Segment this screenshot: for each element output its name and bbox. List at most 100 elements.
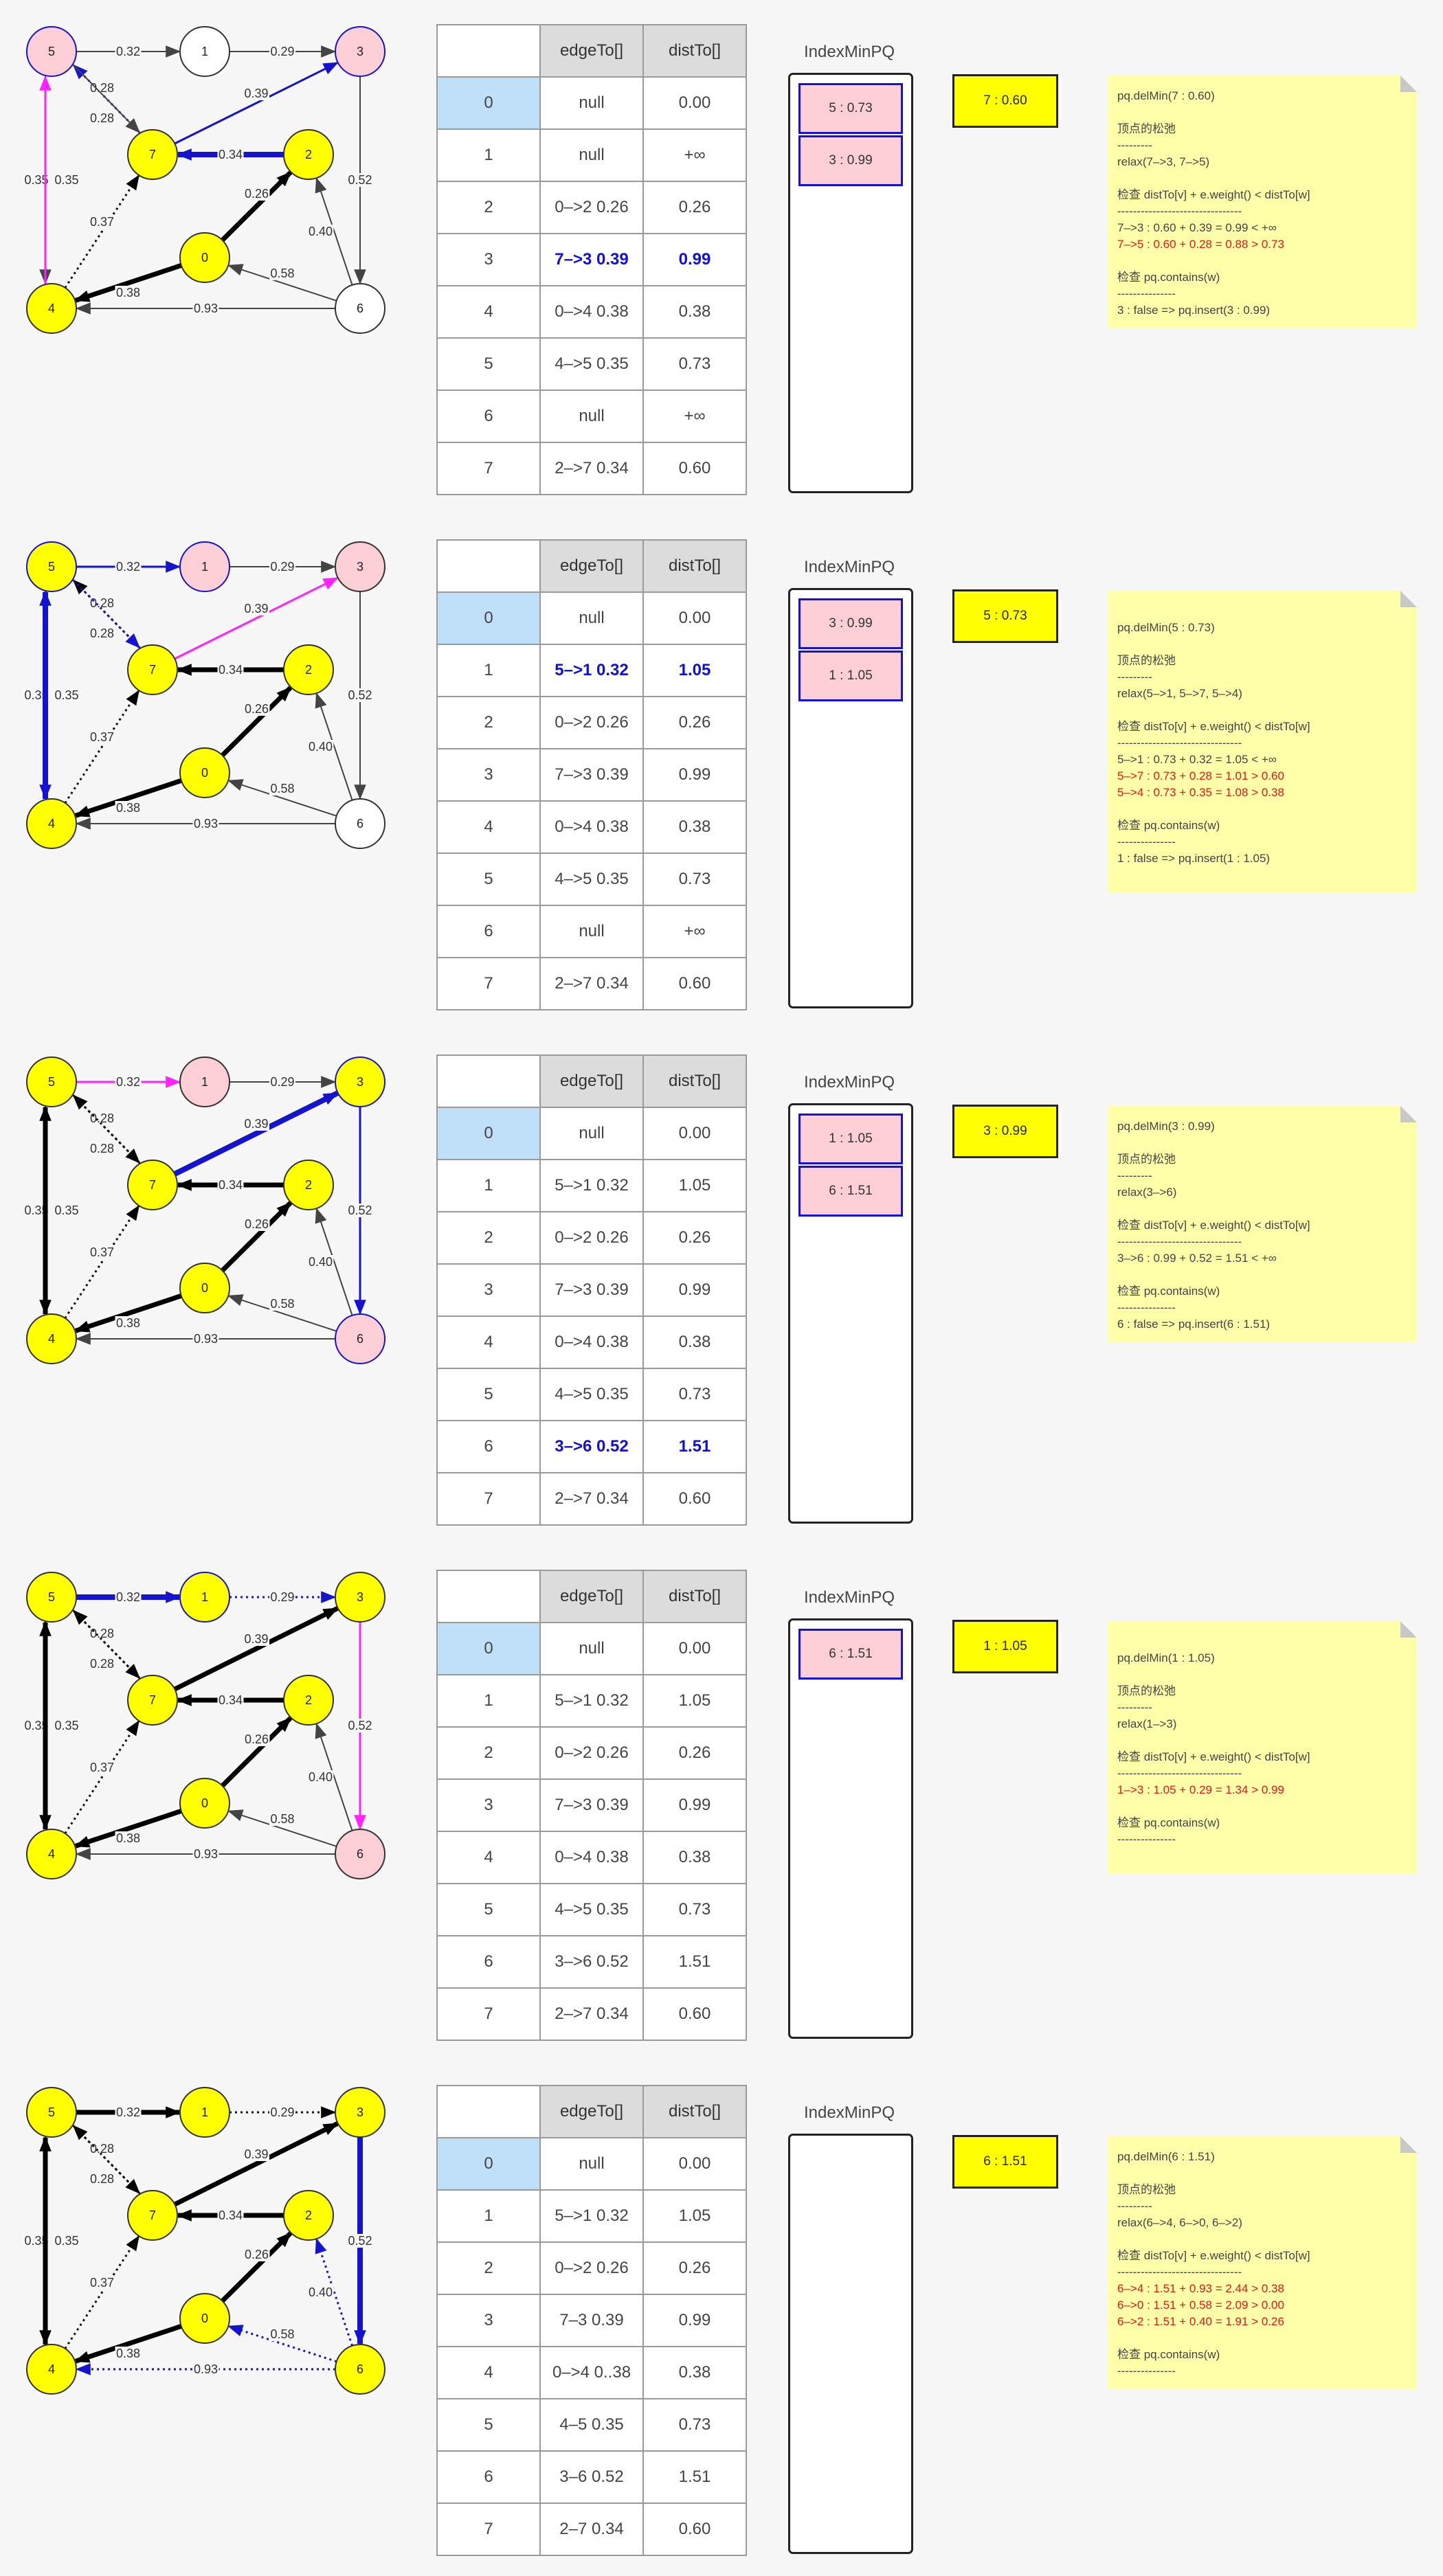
vertex-label-7: 7 <box>149 663 156 677</box>
vertex-label-5: 5 <box>48 560 55 574</box>
edge-label-bg <box>243 2248 270 2261</box>
edge-label-bg <box>217 148 244 161</box>
vertex-4 <box>26 1313 77 1364</box>
note-line: 检查 distTo[v] + e.weight() < distTo[w] <box>1117 1750 1310 1763</box>
edge-label-bg <box>23 173 49 187</box>
edge-to-cell: 4–>5 0.35 <box>539 852 644 906</box>
vertex-3 <box>335 1057 385 1107</box>
edge-label-bg <box>89 596 115 610</box>
edge-label-bg <box>115 801 142 815</box>
edge-weight-4-7: 0.37 <box>90 730 114 744</box>
dist-to-cell: 0.26 <box>642 1211 747 1265</box>
edge-label-bg <box>89 111 115 125</box>
note-card: pq.delMin(6 : 1.51)顶点的松弛---------relax(6… <box>1108 2136 1417 2389</box>
popped-vertex: 1 : 1.05 <box>952 1620 1058 1673</box>
edge-weight-5-7: 0.28 <box>90 626 114 640</box>
pq-item: 6 : 1.51 <box>798 1166 903 1217</box>
edge-to-cell: 7–>3 0.39 <box>539 748 644 802</box>
edge-weight-6-4: 0.93 <box>194 2362 218 2376</box>
table-header: distTo[] <box>642 1570 747 1623</box>
note-line: -------------------------------- <box>1117 1767 1242 1780</box>
edge-weight-5-4: 0.35 <box>24 173 48 187</box>
pq-title: IndexMinPQ <box>804 1588 895 1607</box>
vertex-label-6: 6 <box>357 1332 363 1346</box>
note-line: relax(1–>3) <box>1117 1717 1177 1730</box>
vertex-cell: 5 <box>436 337 541 391</box>
edge-to-cell: 5–>1 0.32 <box>539 2189 644 2243</box>
edge-weight-6-0: 0.58 <box>270 2327 294 2341</box>
edge-weight-6-4: 0.93 <box>194 302 218 315</box>
vertex-label-1: 1 <box>201 45 208 58</box>
dist-to-cell: 0.38 <box>642 1831 747 1884</box>
edge-to-cell: null <box>539 2137 644 2191</box>
vertex-7 <box>127 1675 178 1726</box>
vertex-7 <box>127 2190 178 2241</box>
note-card: pq.delMin(3 : 0.99)顶点的松弛---------relax(3… <box>1108 1106 1417 1342</box>
dist-to-cell: +∞ <box>642 389 747 443</box>
table-header: edgeTo[] <box>539 1054 644 1108</box>
vertex-1 <box>179 1057 230 1107</box>
edge-label-bg <box>54 1719 80 1732</box>
edge-weight-4-5: 0.35 <box>54 1204 78 1217</box>
note-line <box>1117 867 1407 883</box>
vertex-label-0: 0 <box>201 766 208 780</box>
vertex-cell: 1 <box>436 128 541 182</box>
vertex-cell: 5 <box>436 1883 541 1936</box>
edge-weight-1-3: 0.29 <box>270 1075 294 1089</box>
edge-weight-2-7: 0.34 <box>219 663 243 677</box>
edge-0-4 <box>74 778 182 818</box>
dist-to-cell: 0.38 <box>642 285 747 339</box>
edge-0-2 <box>221 686 293 758</box>
edge-label-bg <box>192 817 219 831</box>
vertex-0 <box>179 1778 230 1829</box>
dist-to-cell: +∞ <box>642 128 747 182</box>
vertex-cell: 6 <box>436 1420 541 1473</box>
edge-weight-3-6: 0.52 <box>348 173 372 187</box>
edge-weight-0-4: 0.38 <box>116 1831 140 1845</box>
note-line: pq.delMin(5 : 0.73) <box>1117 621 1215 634</box>
dist-to-cell: 0.38 <box>642 1315 747 1369</box>
dist-to-cell: 1.05 <box>642 1674 747 1728</box>
note-line: --------- <box>1117 139 1152 152</box>
note-line: 1 : false => pq.insert(1 : 1.05) <box>1117 852 1271 865</box>
popped-vertex: 5 : 0.73 <box>952 589 1058 643</box>
edge-label-bg <box>115 1075 142 1089</box>
vertex-6 <box>335 283 385 334</box>
vertex-cell: 1 <box>436 1159 541 1212</box>
edge-label-bg <box>217 1693 244 1707</box>
edge-6-0 <box>227 2325 337 2363</box>
edge-0-2 <box>221 170 293 242</box>
edge-to-cell: 5–>1 0.32 <box>539 1159 644 1212</box>
vertex-label-1: 1 <box>201 1590 208 1604</box>
dist-to-cell: 0.00 <box>642 76 747 130</box>
vertex-label-3: 3 <box>357 2105 363 2119</box>
note-line <box>1117 170 1407 187</box>
vertex-cell: 7 <box>436 2502 541 2556</box>
pq-item: 1 : 1.05 <box>798 651 903 701</box>
note-line <box>1117 603 1407 620</box>
edge-to-cell: 2–>7 0.34 <box>539 442 644 495</box>
edge-6-2 <box>315 177 353 286</box>
note-line: --------- <box>1117 1169 1152 1182</box>
edge-label-bg <box>89 2172 115 2186</box>
dist-to-cell: 0.73 <box>642 337 747 391</box>
pq-item: 6 : 1.51 <box>798 1629 903 1680</box>
table-header <box>436 1054 541 1108</box>
vertex-cell: 0 <box>436 76 541 130</box>
edge-to-cell: 7–>3 0.39 <box>539 1778 644 1832</box>
edge-to-cell: 4–>5 0.35 <box>539 1883 644 1936</box>
vertex-5 <box>26 2087 77 2138</box>
edge-label-bg <box>307 740 334 754</box>
vertex-2 <box>283 644 334 695</box>
